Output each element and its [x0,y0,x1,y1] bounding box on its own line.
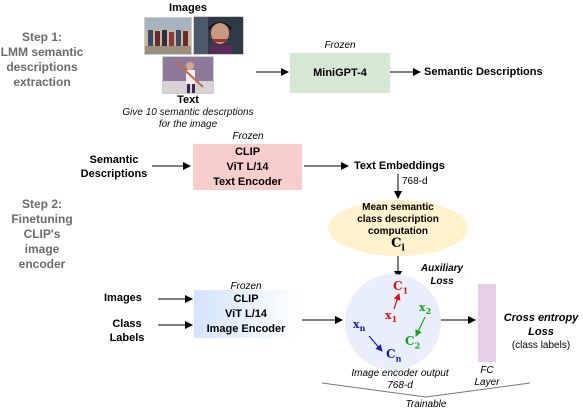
step2-subtitle-line: image encoder [18,242,66,271]
fc-layer-box [478,284,496,362]
cross-entropy-loss-label: Cross entropy Loss (class labels) [500,311,582,353]
red-vector-arrow [393,293,401,310]
step1-subtitle-line: extraction [13,75,71,89]
step2-label: Step 2: Finetuning CLIP's image encoder [0,197,84,272]
text-embeddings-label: Text Embeddings [354,160,445,172]
c1-sub: 1 [402,285,409,296]
class-labels-line: Labels [109,332,145,344]
x2-sub: 2 [425,306,432,317]
xn-letter: x [353,318,360,331]
image-encoder-line: Image Encoder [206,322,286,335]
mean-computation-ellipse [328,200,468,256]
mean-line: computation [368,226,428,237]
image-encoder-frozen-label: Frozen [230,281,262,292]
performer-photo-icon [162,56,214,94]
semantic-descriptions-input: Semantic Descriptions [76,153,152,181]
class-labels-input: Class Labels [104,317,150,345]
image-encoder-line: CLIP [233,292,259,305]
mean-symbol-sub: i [401,243,405,254]
aux-loss-line: Loss [430,276,454,287]
image-encoder-text: CLIP ViT L/14 Image Encoder [194,291,298,337]
images-input-label: Images [104,292,142,304]
c1-label: C1 [393,279,408,295]
xn-label: xn [353,318,365,333]
ce-line: Cross entropy [503,312,579,324]
minigpt-frozen-label: Frozen [324,40,356,51]
encoder-output-line: 768-d [387,380,413,391]
x1-sub: 1 [391,314,398,325]
step2-title: Step 2: [21,197,62,211]
encoder-output-label: Image encoder output 768-d [332,368,468,392]
x2-label: x2 [419,301,431,316]
mean-line: Mean semantic [362,202,434,213]
c2-sub: 2 [414,340,421,351]
fc-layer-label: FC Layer [466,365,508,389]
step1-subtitle-line: LMM semantic [0,45,84,59]
trainable-label: Trainable [405,399,447,410]
minigpt-label: MiniGPT-4 [313,66,367,79]
step2-subtitle-line: CLIP's [23,227,61,241]
images-heading: Images [169,2,207,14]
green-vector-arrow [415,316,426,337]
ce-line: Loss [528,326,554,338]
c1-letter: C [393,279,403,293]
ce-note: (class labels) [511,340,571,351]
text-prompt-line: for the image [158,119,218,130]
mean-symbol: Ci [378,236,418,254]
cn-label: Cn [386,347,401,363]
woman-photo-icon [193,16,244,55]
text-encoder-box: CLIP ViT L/14 Text Encoder [193,144,302,190]
x1-letter: x [385,309,392,322]
mean-computation-text: Mean semantic class description computat… [340,202,456,238]
x1-label: x1 [385,309,397,324]
text-embedding-dim: 768-d [402,176,428,187]
auxiliary-loss-label: Auxiliary Loss [414,262,470,288]
march-photo-icon [144,17,192,55]
step1-subtitle-line: descriptions [6,60,78,74]
semantic-descriptions-output: Semantic Descriptions [424,66,543,78]
aux-loss-line: Auxiliary [420,263,464,274]
image-encoder-box [194,290,302,338]
text-heading: Text [177,94,199,106]
text-encoder-line: Text Encoder [213,175,282,188]
text-prompt-line: Give 10 semantic descrptions [122,107,254,118]
cn-sub: n [395,353,402,364]
trainable-bracket [321,382,531,398]
semantic-input-line: Descriptions [80,168,148,180]
mean-line: class description [357,214,439,225]
cn-letter: C [386,347,396,361]
fc-line: FC [480,365,494,376]
step2-subtitle-line: Finetuning [11,212,73,226]
blue-vector-arrow [368,335,383,352]
class-labels-line: Class [112,318,142,330]
text-encoder-frozen-label: Frozen [232,131,264,142]
c2-letter: C [405,334,415,348]
encoder-output-line: Image encoder output [351,368,449,379]
image-encoder-line: ViT L/14 [225,307,267,320]
fc-line: Layer [474,377,500,388]
xn-sub: n [359,323,366,334]
embedding-space-circle [345,274,441,370]
c2-label: C2 [405,334,420,350]
mean-symbol-letter: C [391,236,402,251]
semantic-input-line: Semantic [89,154,139,166]
x2-letter: x [419,301,426,314]
text-encoder-line: ViT L/14 [226,160,269,173]
text-encoder-line: CLIP [234,145,261,158]
step1-title: Step 1: [21,30,62,44]
text-prompt: Give 10 semantic descrptions for the ima… [108,107,268,131]
step1-label: Step 1: LMM semantic descriptions extrac… [0,30,84,90]
minigpt-box: MiniGPT-4 [290,53,390,93]
